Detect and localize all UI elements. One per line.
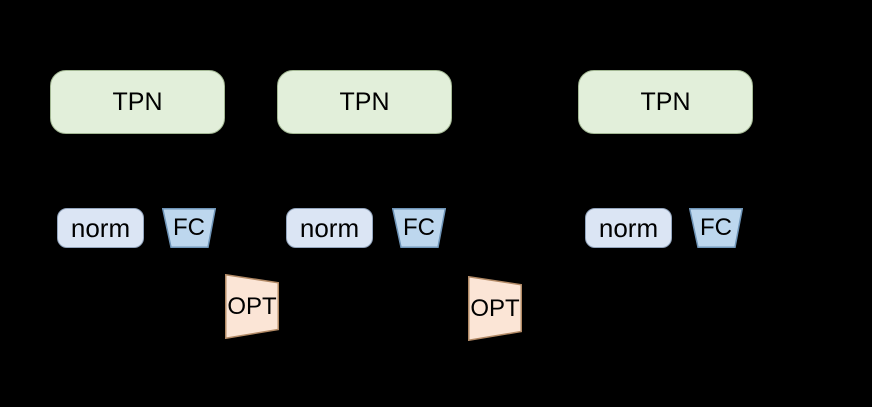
norm-label: norm [70,212,131,243]
fc-label: FC [403,214,435,241]
opt-label: OPT [227,292,277,320]
tpn-label: TPN [339,87,390,116]
opt-block: OPT [225,274,279,339]
fc-label: FC [173,214,205,241]
fc-trapezoid-shape [162,208,216,248]
opt-trapezoid-shape [468,276,522,341]
norm-label: norm [299,212,360,243]
tpn-block: TPN [277,70,452,134]
opt-label: OPT [470,294,520,322]
fc-block: FC [392,208,446,248]
tpn-label: TPN [640,87,691,116]
norm-block: norm [585,208,672,248]
opt-trapezoid-shape [225,274,279,339]
fc-block: FC [162,208,216,248]
fc-block: FC [689,208,743,248]
norm-block: norm [57,208,144,248]
tpn-block: TPN [50,70,225,134]
norm-block: norm [286,208,373,248]
fc-trapezoid-shape [689,208,743,248]
tpn-block: TPN [578,70,753,134]
fc-label: FC [700,214,732,241]
tpn-label: TPN [112,87,163,116]
opt-block: OPT [468,276,522,341]
fc-trapezoid-shape [392,208,446,248]
norm-label: norm [598,212,659,243]
